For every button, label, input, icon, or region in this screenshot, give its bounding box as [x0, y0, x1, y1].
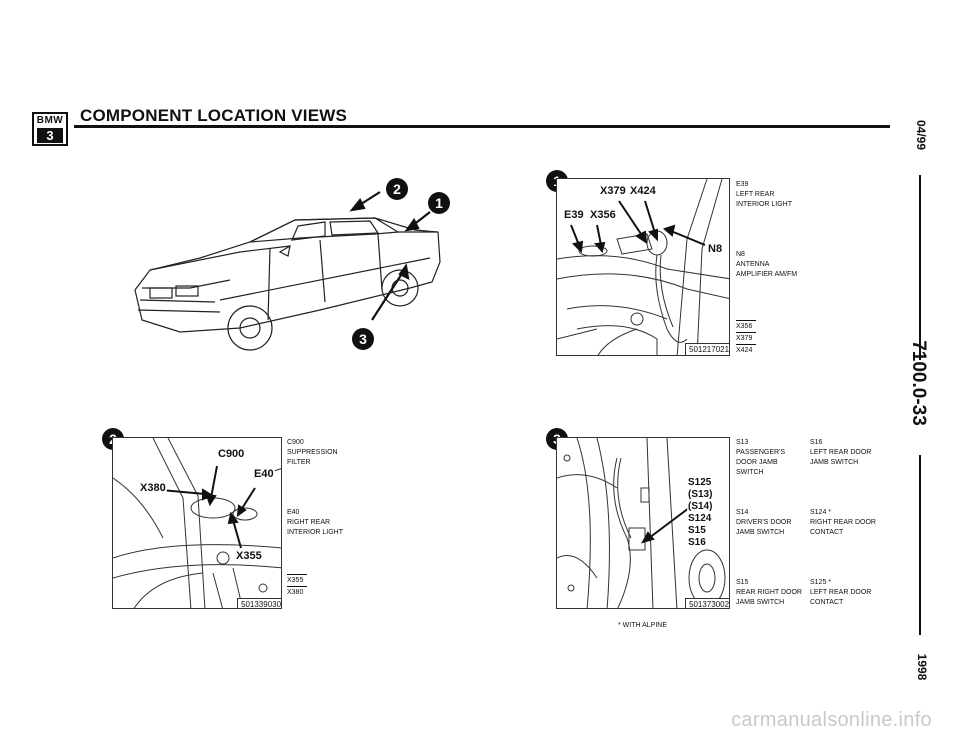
panel3-drawing	[557, 438, 726, 608]
side-divider-bottom	[919, 455, 921, 635]
panel3-legend-s16: S16 LEFT REAR DOOR JAMB SWITCH	[810, 438, 871, 468]
panel1-legend-e39: E39 LEFT REAR INTERIOR LIGHT	[736, 180, 792, 210]
callout-e39: E39	[563, 209, 585, 222]
connector-label: X356	[736, 320, 756, 332]
legend-desc: ANTENNA AMPLIFIER AM/FM	[736, 261, 798, 278]
callout-x380: X380	[139, 482, 167, 495]
callout-s15: S15	[687, 524, 707, 537]
side-section-code: 7100.0-33	[908, 340, 929, 426]
panel3-legend-s13: S13 PASSENGER'S DOOR JAMB SWITCH	[736, 438, 785, 478]
callout-n8: N8	[707, 243, 724, 256]
panel2-legend-c900: C900 SUPPRESSION FILTER	[287, 438, 338, 468]
legend-ref: E39	[736, 181, 749, 188]
connector-label: X355	[287, 574, 307, 586]
logo-brand-text: BMW	[36, 115, 64, 126]
overview-label-3: 3	[352, 328, 374, 350]
panel1-legend-n8: N8 ANTENNA AMPLIFIER AM/FM	[736, 250, 797, 280]
legend-ref: S16	[810, 439, 823, 446]
callout-s124: S124	[687, 512, 713, 525]
watermark-text: carmanualsonline.info	[731, 709, 932, 731]
callout-x355: X355	[235, 550, 263, 563]
panel1-connector-list: X356 X379 X424	[736, 320, 756, 356]
panel1-image-id: 501217021	[685, 343, 729, 355]
callout-x379: X379	[599, 185, 627, 198]
callout-e40: E40	[253, 468, 275, 481]
callout-c900: C900	[217, 448, 246, 461]
overview-car-illustration: 2 1 3	[120, 170, 460, 370]
side-date: 04/99	[914, 119, 928, 151]
panel3-image-id: 501373002	[685, 598, 729, 608]
panel3-legend-s14: S14 DRIVER'S DOOR JAMB SWITCH	[736, 508, 791, 538]
panel1-illustration: X379 X424 E39 X356 N8 501217021	[556, 178, 730, 356]
overview-label-2: 2	[386, 178, 408, 200]
legend-desc: LEFT REAR DOOR JAMB SWITCH	[810, 449, 872, 466]
callout-s14: (S14)	[687, 500, 714, 513]
page-title: COMPONENT LOCATION VIEWS	[80, 106, 348, 125]
panel2-illustration: C900 E40 X380 X355 501339030	[112, 437, 282, 609]
bmw-3-series-logo: BMW 3	[32, 112, 68, 146]
callout-s16: S16	[687, 536, 707, 549]
callout-s13: (S13)	[687, 488, 714, 501]
panel1-drawing	[557, 179, 729, 355]
legend-desc: DRIVER'S DOOR JAMB SWITCH	[736, 519, 792, 536]
panel2-image-id: 501339030	[237, 598, 281, 608]
legend-ref: S14	[736, 509, 749, 516]
legend-ref: N8	[736, 251, 745, 258]
legend-desc: LEFT REAR DOOR CONTACT	[810, 589, 872, 606]
connector-label: X424	[736, 344, 756, 356]
side-year: 1998	[915, 653, 929, 681]
overview-label-1: 1	[428, 192, 450, 214]
car-drawing	[134, 191, 441, 351]
legend-desc: RIGHT REAR INTERIOR LIGHT	[287, 519, 344, 536]
alpine-footnote: * WITH ALPINE	[618, 622, 668, 629]
panel3-legend-s15: S15 REAR RIGHT DOOR JAMB SWITCH	[736, 578, 802, 608]
panel3-legend-s125: S125 * LEFT REAR DOOR CONTACT	[810, 578, 871, 608]
legend-desc: PASSENGER'S DOOR JAMB SWITCH	[736, 449, 786, 476]
panel2-drawing	[113, 438, 281, 608]
legend-desc: REAR RIGHT DOOR JAMB SWITCH	[736, 589, 802, 606]
callout-x424: X424	[629, 185, 657, 198]
legend-desc: SUPPRESSION FILTER	[287, 449, 338, 466]
legend-ref: S13	[736, 439, 749, 446]
legend-desc: RIGHT REAR DOOR CONTACT	[810, 519, 876, 536]
side-divider-top	[919, 175, 921, 360]
title-rule	[74, 125, 890, 128]
legend-ref: E40	[287, 509, 300, 516]
legend-ref: S124 *	[810, 509, 832, 516]
legend-desc: LEFT REAR INTERIOR LIGHT	[736, 191, 793, 208]
legend-ref: S125 *	[810, 579, 832, 586]
callout-s125: S125	[687, 476, 713, 489]
legend-ref: S15	[736, 579, 749, 586]
panel2-connector-list: X355 X380	[287, 574, 307, 598]
legend-ref: C900	[287, 439, 304, 446]
connector-label: X379	[736, 332, 756, 344]
panel2-legend-e40: E40 RIGHT REAR INTERIOR LIGHT	[287, 508, 343, 538]
panel3-legend-s124: S124 * RIGHT REAR DOOR CONTACT	[810, 508, 876, 538]
logo-series-badge: 3	[37, 128, 63, 143]
connector-label: X380	[287, 586, 307, 598]
panel3-illustration: S125 (S13) (S14) S124 S15 S16 501373002	[556, 437, 730, 609]
callout-x356: X356	[589, 209, 617, 222]
